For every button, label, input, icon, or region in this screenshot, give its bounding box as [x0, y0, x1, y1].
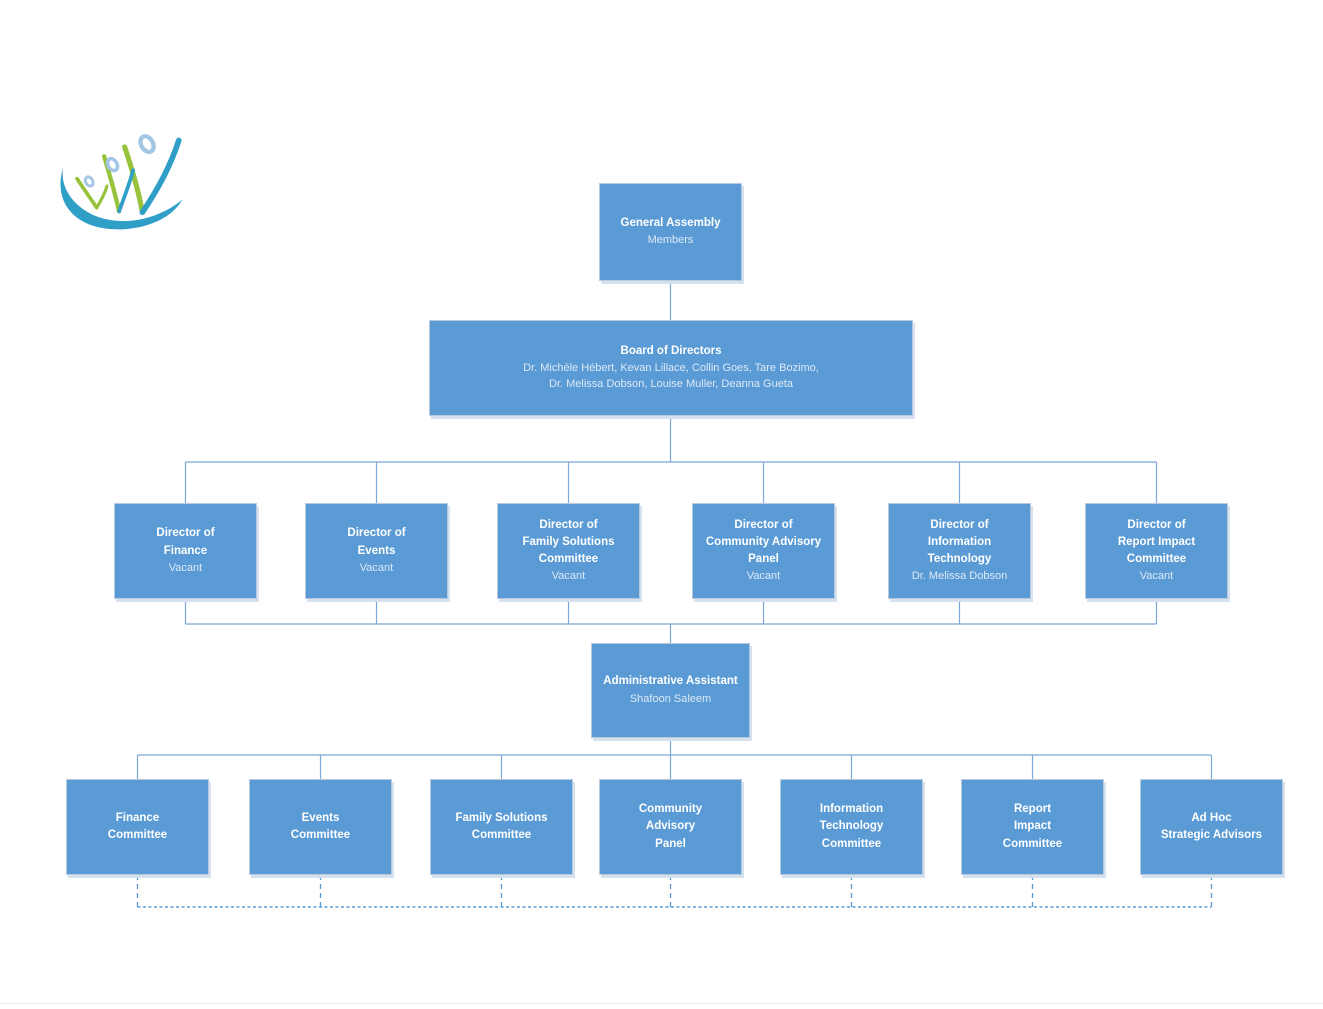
node-title: Director of Finance	[156, 527, 215, 557]
node-subtitle: Vacant	[168, 561, 203, 574]
node-title: Board of Directors	[620, 344, 722, 357]
node-title: Ad Hoc Strategic Advisors	[1160, 811, 1263, 841]
node-title: Family Solutions Committee	[455, 811, 548, 841]
org-node-events-committee[interactable]: Events Committee	[249, 779, 392, 875]
node-subtitle: Vacant	[359, 561, 394, 574]
node-title: Community Advisory Panel	[638, 803, 703, 850]
node-subtitle: Shafoon Saleem	[629, 692, 712, 705]
node-subtitle: Vacant	[746, 570, 781, 583]
org-node-family-solutions-committee[interactable]: Family Solutions Committee	[430, 779, 573, 875]
org-node-general-assembly[interactable]: General Assembly Members	[599, 183, 742, 281]
org-node-finance-committee[interactable]: Finance Committee	[66, 779, 209, 875]
org-node-report-impact-committee[interactable]: Report Impact Committee	[961, 779, 1104, 875]
people-swoosh-logo-icon	[60, 134, 183, 230]
node-subtitle: Vacant	[1139, 570, 1174, 583]
page-bottom-edge	[0, 1003, 1323, 1004]
node-title: Director of Family Solutions Committee	[522, 518, 615, 566]
org-node-director-community-advisory[interactable]: Director of Community Advisory Panel Vac…	[692, 503, 835, 599]
dashed-vertical-connectors	[136, 875, 1213, 907]
node-subtitle: Vacant	[551, 570, 586, 583]
org-node-director-finance[interactable]: Director of Finance Vacant	[114, 503, 257, 599]
node-title: Finance Committee	[107, 811, 168, 841]
org-node-director-information-technology[interactable]: Director of Information Technology Dr. M…	[888, 503, 1031, 599]
node-subtitle: Dr. Michèle Hébert, Kevan Lillace, Colli…	[523, 362, 819, 391]
org-node-director-events[interactable]: Director of Events Vacant	[305, 503, 448, 599]
org-node-director-report-impact[interactable]: Director of Report Impact Committee Vaca…	[1085, 503, 1228, 599]
node-title: Events Committee	[290, 811, 351, 841]
node-title: Director of Information Technology	[927, 518, 992, 566]
org-node-community-advisory-panel[interactable]: Community Advisory Panel	[599, 779, 742, 875]
node-subtitle: Members	[647, 234, 694, 247]
org-node-information-technology-committee[interactable]: Information Technology Committee	[780, 779, 923, 875]
node-title: Information Technology Committee	[819, 803, 884, 850]
node-title: Director of Report Impact Committee	[1117, 518, 1196, 566]
node-title: General Assembly	[620, 216, 721, 229]
org-node-board-of-directors[interactable]: Board of Directors Dr. Michèle Hébert, K…	[429, 320, 913, 416]
org-node-director-family-solutions[interactable]: Director of Family Solutions Committee V…	[497, 503, 640, 599]
org-node-ad-hoc-strategic-advisors[interactable]: Ad Hoc Strategic Advisors	[1140, 779, 1283, 875]
node-title: Report Impact Committee	[1002, 803, 1063, 850]
org-node-administrative-assistant[interactable]: Administrative Assistant Shafoon Saleem	[591, 643, 750, 738]
node-title: Director of Events	[347, 527, 406, 557]
node-title: Administrative Assistant	[603, 675, 738, 688]
node-title: Director of Community Advisory Panel	[705, 518, 822, 566]
node-subtitle: Dr. Melissa Dobson	[911, 570, 1008, 583]
